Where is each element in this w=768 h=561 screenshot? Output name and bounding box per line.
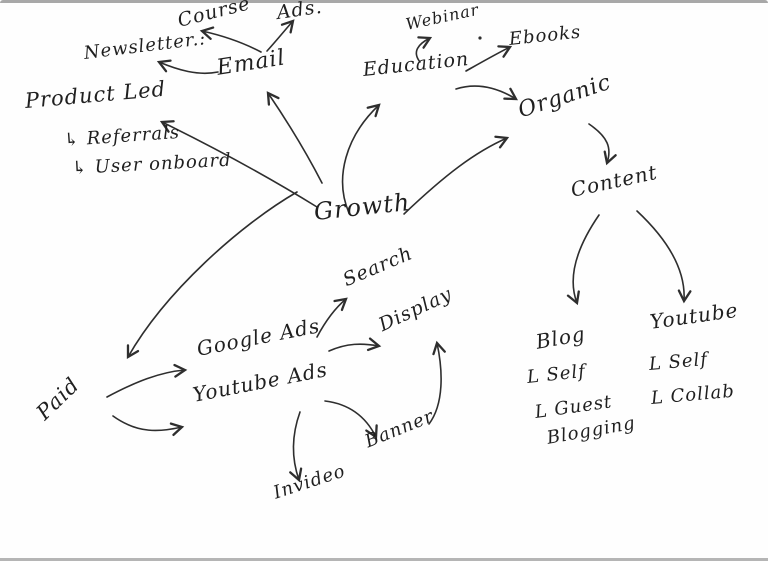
stray-ink-dot bbox=[478, 36, 482, 40]
arrow-education-organic bbox=[455, 85, 518, 101]
arrow-youtube-ads-invideo bbox=[289, 411, 303, 483]
arrow-content-blog bbox=[566, 214, 600, 306]
arrow-content-youtube bbox=[636, 210, 692, 304]
arrow-email-ads bbox=[266, 19, 295, 52]
arrow-education-ebooks bbox=[465, 45, 513, 72]
arrow-email-course bbox=[199, 26, 262, 53]
arrow-organic-content bbox=[588, 123, 617, 166]
arrow-growth-email bbox=[266, 91, 323, 184]
arrow-paid-youtube-ads bbox=[112, 415, 185, 437]
arrow-google-ads-search bbox=[316, 297, 348, 338]
arrow-growth-paid bbox=[126, 191, 298, 360]
arrow-growth-education bbox=[341, 103, 381, 214]
arrow-email-newsletter bbox=[156, 59, 219, 75]
arrow-growth-product-led bbox=[159, 120, 318, 208]
arrow-banner-display bbox=[428, 340, 446, 425]
arrow-google-ads-display bbox=[328, 337, 382, 352]
bottom-border bbox=[0, 558, 768, 561]
arrow-education-webinar bbox=[415, 36, 433, 63]
arrow-youtube-ads-banner bbox=[324, 400, 378, 440]
arrow-paid-google-ads bbox=[106, 363, 188, 398]
top-border bbox=[0, 0, 768, 3]
arrow-growth-organic bbox=[403, 135, 510, 215]
